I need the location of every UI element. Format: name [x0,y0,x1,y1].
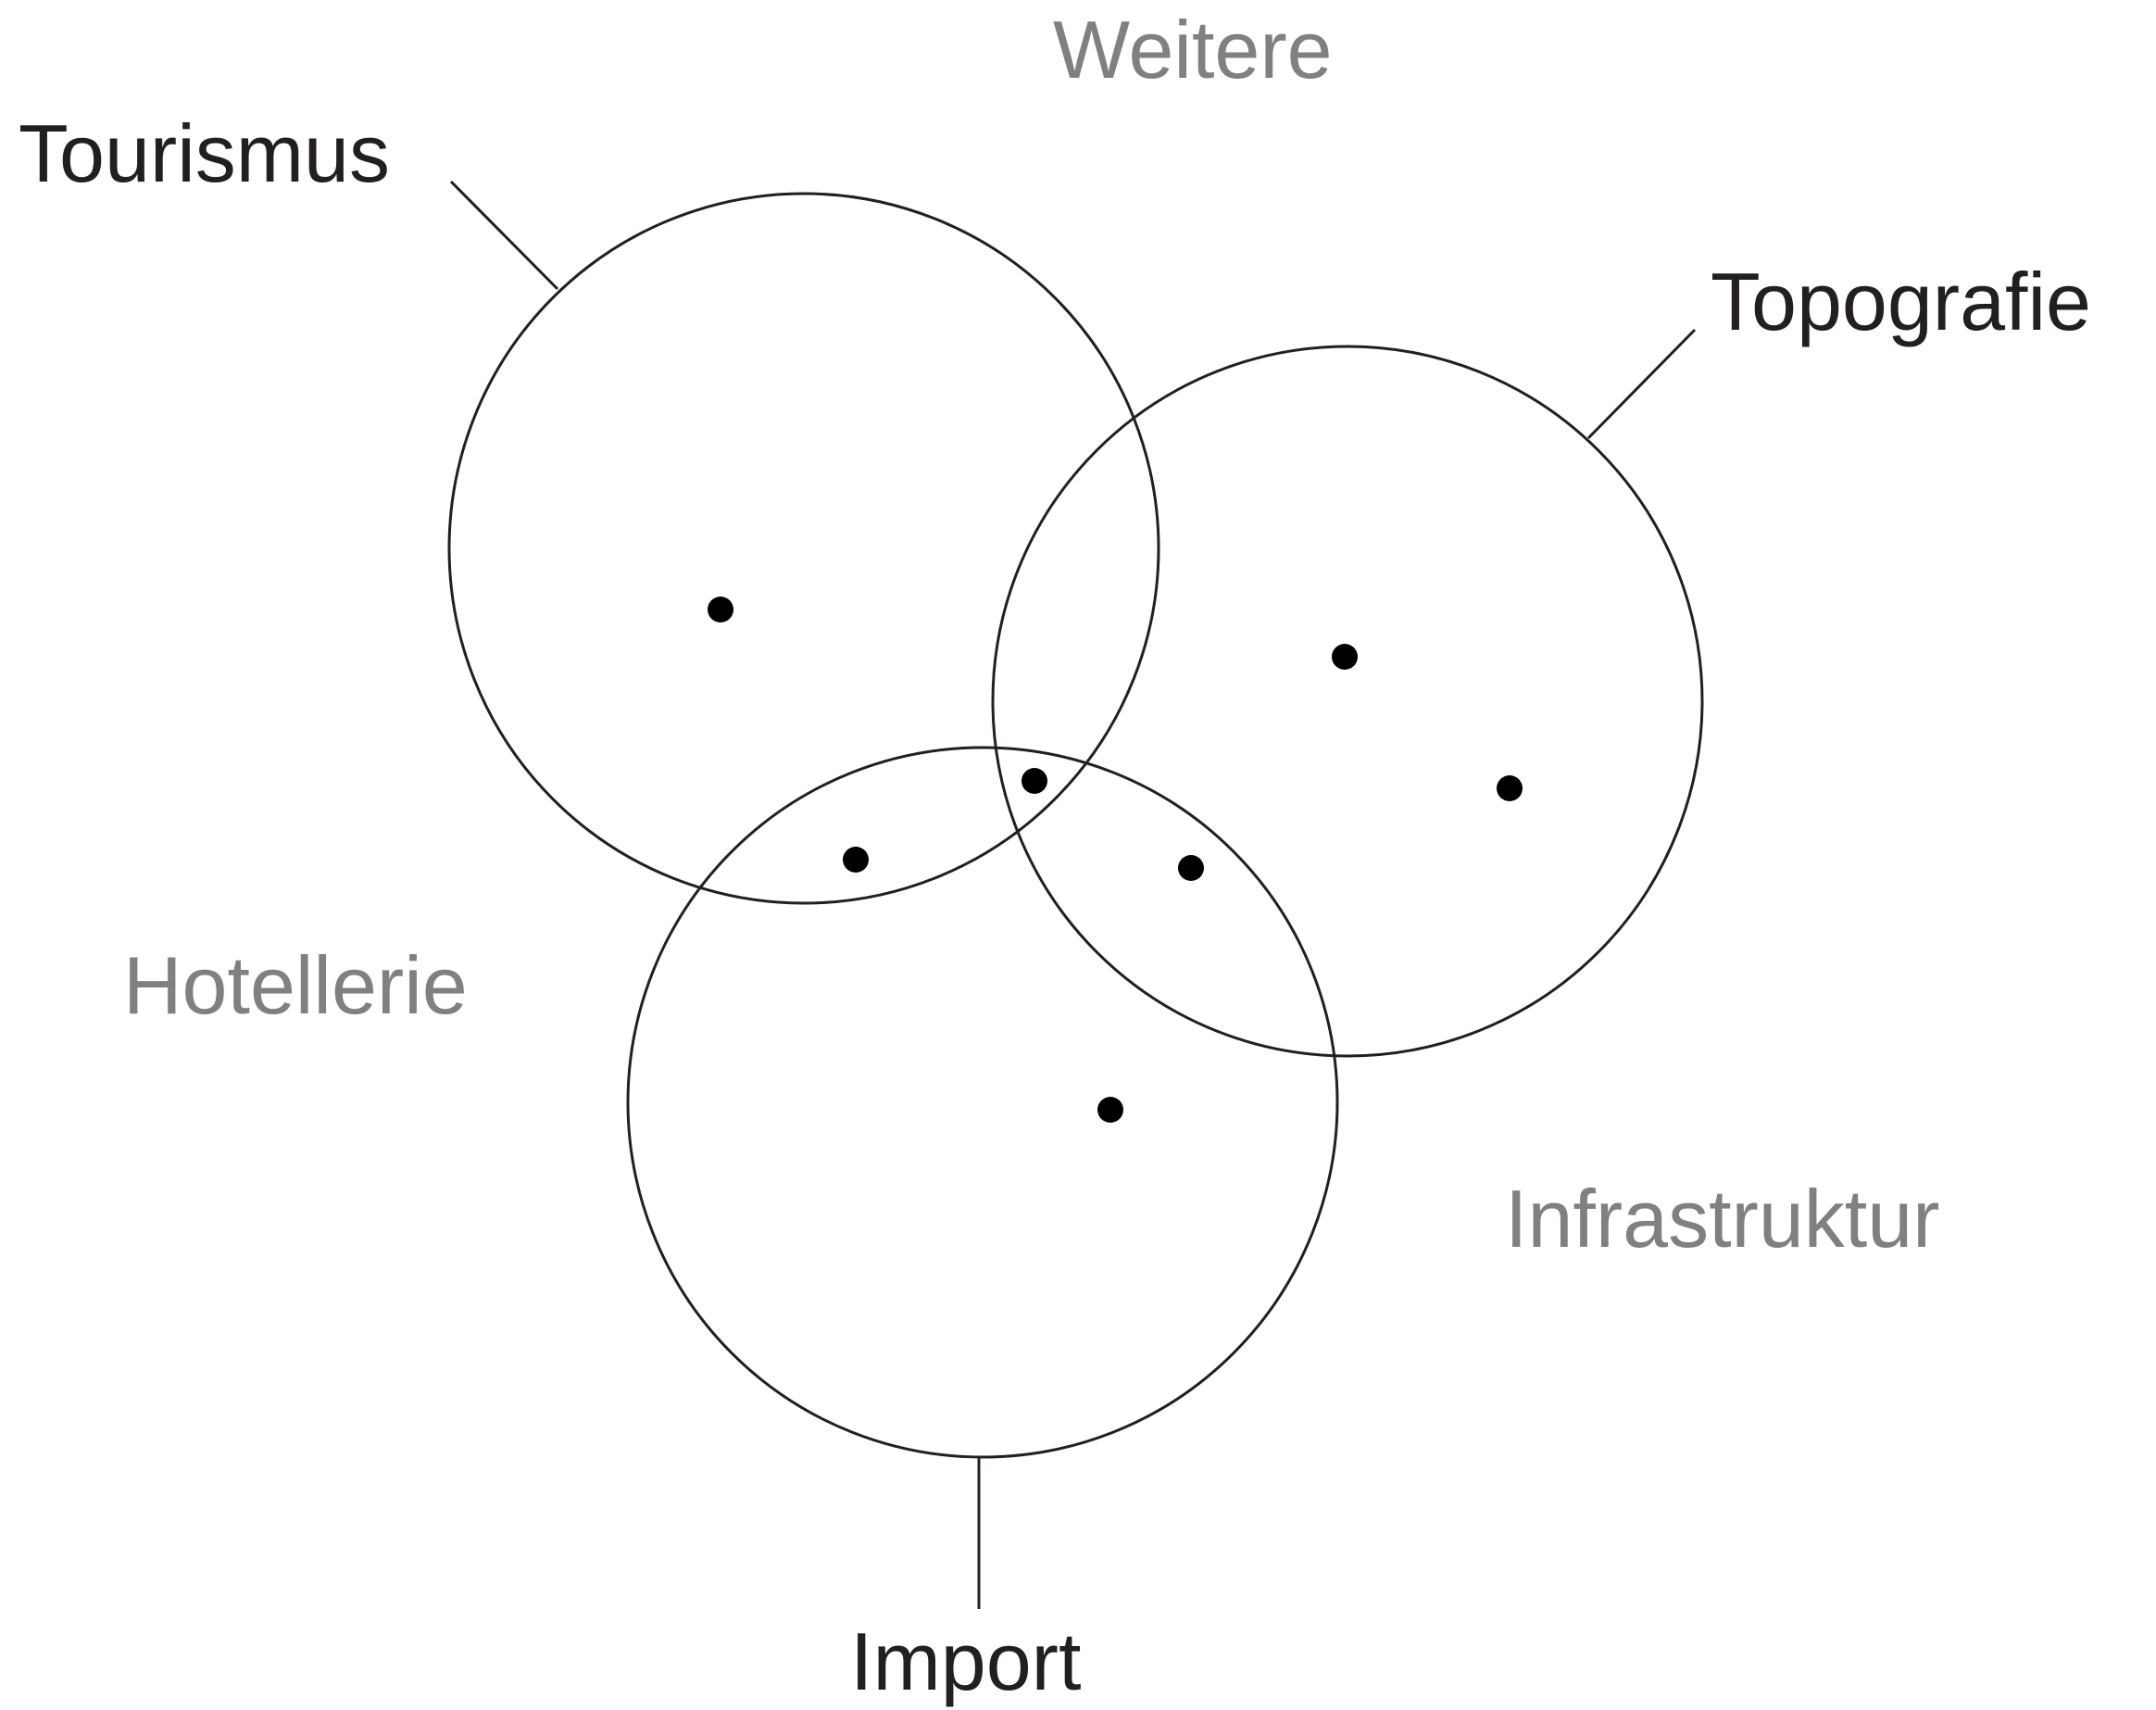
point-import-only [1097,1097,1123,1123]
leader-line-topografie [1586,328,1697,440]
circle-label-import: Import [850,1616,1082,1707]
point-tourismus-topografie-import [1022,768,1047,794]
point-tourismus-import [843,847,869,873]
outside-label-infrastruktur: Infrastruktur [1505,1173,1940,1264]
circle-label-topografie: Topografie [1711,256,2091,347]
point-tourismus-only [708,597,733,622]
point-topografie-only [1497,775,1523,801]
leader-line-tourismus [449,180,559,291]
circle-label-tourismus: Tourismus [19,107,390,199]
outside-label-weitere: Weitere [1053,4,1333,95]
point-topografie-only [1332,644,1358,670]
circle-tourismus [447,192,1160,905]
circle-topografie [991,345,1704,1058]
point-topografie-import [1178,855,1204,881]
circle-import [626,746,1339,1459]
outside-label-hotellerie: Hotellerie [123,939,468,1031]
